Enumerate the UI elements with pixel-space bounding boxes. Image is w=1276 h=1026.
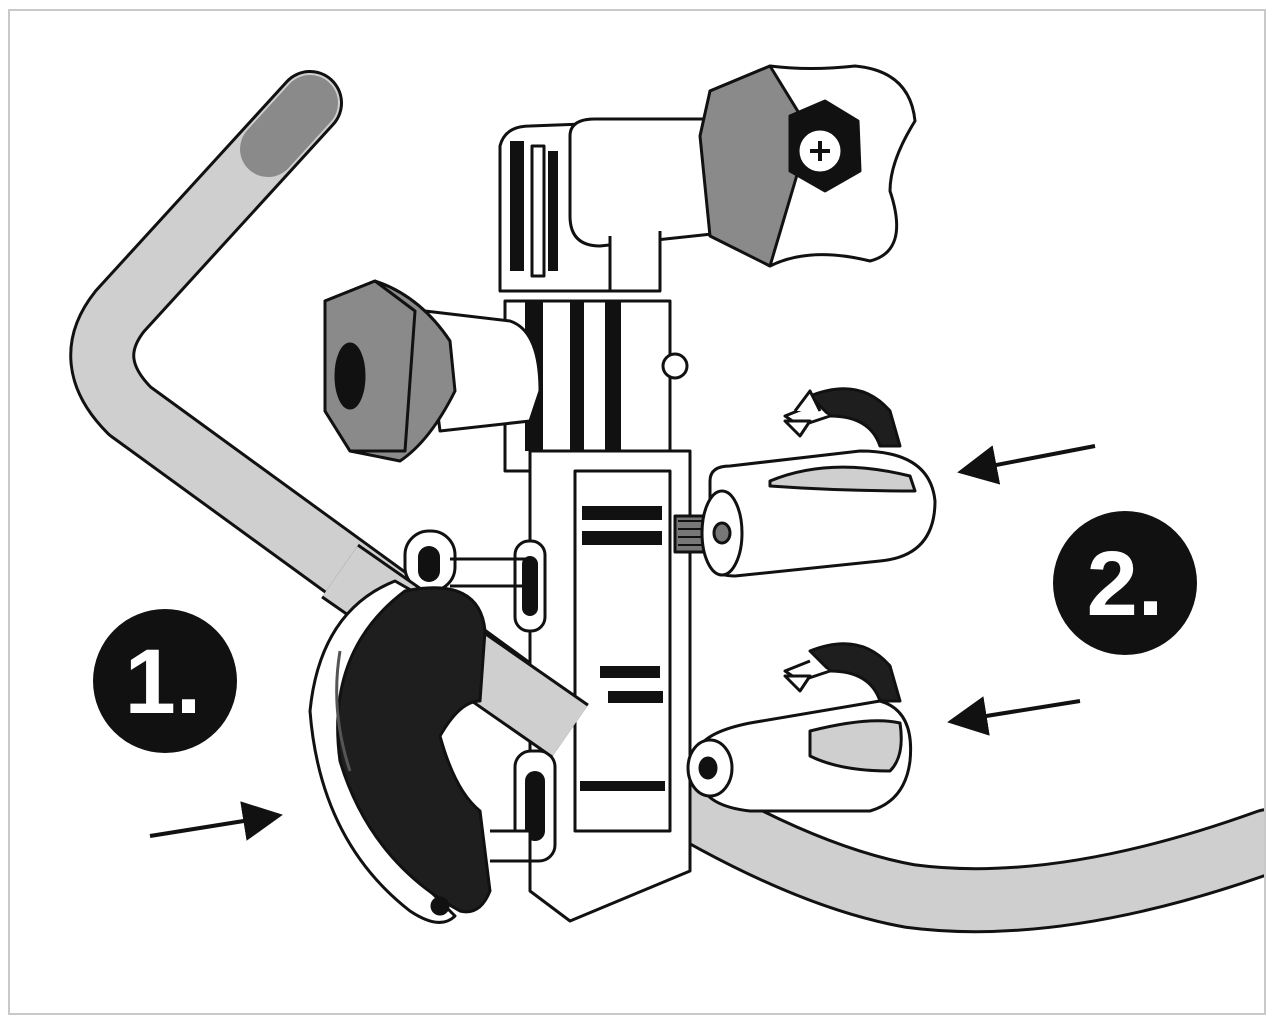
step-badge-1: 1. bbox=[93, 609, 237, 753]
step-label: 2. bbox=[1087, 533, 1164, 635]
upper-clamp-knob bbox=[673, 449, 937, 578]
mount-arm bbox=[403, 117, 742, 923]
clamp-pad bbox=[308, 579, 532, 924]
arrow-left-icon bbox=[947, 696, 1081, 736]
arrow-left-icon bbox=[957, 444, 1096, 485]
rotate-arrow-icon bbox=[783, 387, 902, 448]
side-thumb-knob bbox=[323, 279, 542, 463]
step-label: 1. bbox=[125, 631, 202, 733]
step-badge-2: 2. bbox=[1053, 511, 1197, 655]
handlebar-tube bbox=[69, 70, 1264, 934]
mount-illustration: 1. 2. bbox=[69, 64, 1264, 934]
arrow-right-icon bbox=[149, 801, 283, 841]
lower-clamp-knob bbox=[686, 699, 913, 813]
diagram-frame: 1. 2. bbox=[8, 9, 1266, 1015]
rotate-arrow-icon bbox=[783, 642, 902, 703]
top-thumb-knob bbox=[698, 64, 917, 268]
